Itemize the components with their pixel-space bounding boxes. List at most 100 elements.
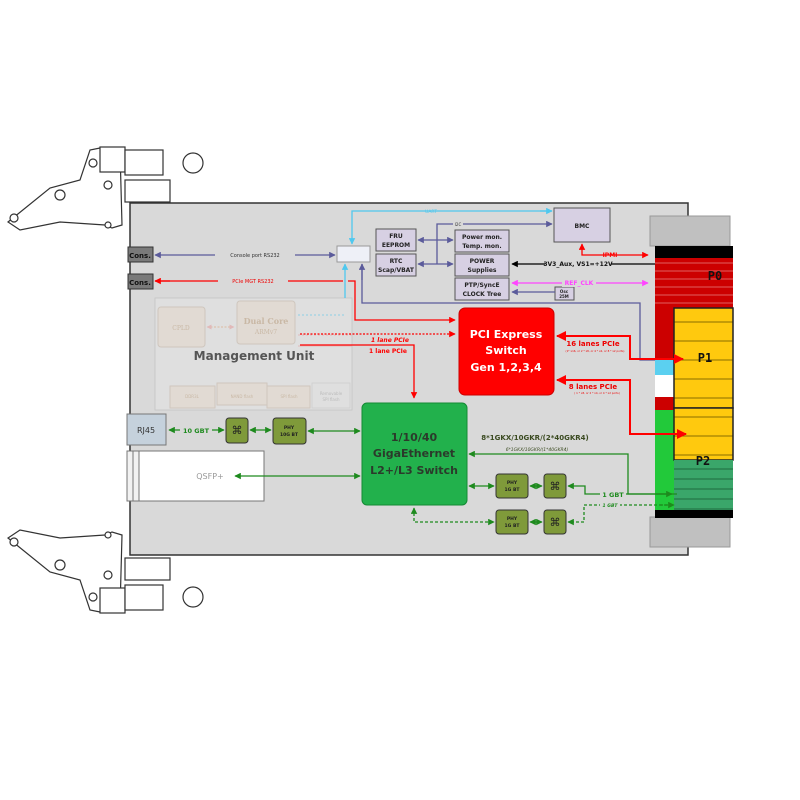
eth-switch-label-3: L2+/L3 Switch (370, 464, 458, 477)
cpu-label: Dual Core (244, 316, 289, 326)
p1-left-red2 (655, 397, 674, 410)
supplies-label: Supplies (468, 267, 497, 274)
phy-10g-label: PHY (284, 425, 295, 431)
pcie-1lane-label: 1 lane PCIe (369, 348, 407, 355)
fru-eeprom-block (375, 228, 417, 252)
i2c-bus (436, 220, 553, 264)
clock-tree-label: CLOCK Tree (463, 291, 502, 298)
backplane-bottom-cap (649, 516, 731, 548)
pcie-switch-label-1: PCI Express (470, 328, 543, 341)
transformer-icon-10g: ⌘ (232, 424, 243, 437)
pcie-8lanes-label: 8 lanes PCIe (569, 383, 618, 391)
pcie-1lane-dashed-label: 1 lane PCIe (371, 337, 409, 344)
pcie-8lanes-sublabel: ( 1 * x8, or 2 * x4, or 4 * x2 ports) (574, 391, 620, 395)
p2-left-strip (655, 410, 674, 510)
power-mon-label: Power mon. (462, 234, 502, 241)
phy-10g-block (272, 417, 307, 445)
phy-10g-label-2: 10G BT (280, 432, 299, 438)
pcie-mgt-link-label: PCIe MGT RS232 (232, 279, 274, 285)
transformer-icon-1g-a: ⌘ (550, 480, 561, 493)
uart-label: UART (425, 209, 437, 215)
p0-connector-top-black (655, 246, 733, 258)
phy-1g-b-label: PHY (507, 516, 518, 522)
pcie-16lanes-label: 16 lanes PCIe (566, 340, 620, 348)
ref-clk-label: REF_CLK (565, 280, 594, 287)
bottom-ejector-handle (6, 529, 204, 614)
rtc-block (375, 253, 417, 277)
console-link-label: Console port RS232 (230, 253, 279, 259)
p2-connector-bottom-black (655, 510, 733, 518)
gbt1-dashed-label: 1 GBT (603, 503, 619, 509)
gbt1-dashed-link (567, 504, 672, 526)
qsfp-label: QSFP+ (196, 472, 224, 481)
phy-1g-a-label: PHY (507, 480, 518, 486)
p1-left-cyan (655, 360, 674, 375)
scap-label: Scap/VBAT (378, 267, 415, 274)
gkx6-label: 6*1GKX/10GKR/(1*40GKR4) (506, 447, 569, 453)
nand-label: NAND flash (231, 394, 254, 399)
p1-left-white (655, 375, 674, 397)
i2c-label: I2C (455, 222, 462, 227)
eth-switch-block (361, 402, 468, 506)
rtc-label: RTC (390, 258, 403, 265)
eth-switch-label-1: 1/10/40 (391, 431, 438, 444)
ipmi-label: IPMI (603, 252, 618, 259)
switch-phy1g-b-link (410, 507, 495, 526)
eeprom-label: EEPROM (382, 242, 410, 249)
removable-spi-label: Removable (320, 391, 343, 396)
transformer-icon-1g-b: ⌘ (550, 516, 561, 529)
cons-port-1 (127, 246, 154, 263)
pcie-switch-label-2: Switch (485, 344, 526, 357)
removable-spi-label-2: SPI flash (323, 397, 340, 402)
bmc-label: BMC (575, 223, 591, 230)
ipmi-link (578, 243, 649, 259)
spi-label: SPI flash (281, 394, 298, 399)
qsfp-latch (126, 450, 134, 502)
magnetics-1g-a (543, 473, 567, 499)
cpld-label: CPLD (172, 325, 190, 332)
power-supplies-block (454, 253, 510, 277)
gbt1-link (567, 482, 669, 495)
phy-1g-b-label-2: 1G BT (505, 523, 521, 529)
ptp-clock-block (454, 277, 510, 301)
uart-link (348, 210, 552, 245)
phy-1g-a-label-2: 1G BT (505, 487, 521, 493)
p1-label: P1 (698, 351, 712, 365)
gbt10-label: 10 GBT (183, 427, 210, 435)
osc-label: Osc (560, 289, 569, 294)
pcie-16lanes-sublabel: (1* x16, or 2 * x8, or 4 * x4, or 8 * x2… (566, 349, 625, 353)
p2-connector-green (674, 460, 733, 510)
cons-port-1-label: Cons. (129, 252, 151, 260)
eth-switch-label-2: GigaEthernet (373, 447, 455, 460)
cons-port-2-label: Cons. (129, 279, 151, 287)
osc-freq-label: 25M (559, 294, 569, 299)
top-ejector-handle (6, 146, 204, 231)
power-label: POWER (470, 258, 495, 265)
magnetics-10g (225, 417, 249, 444)
ddr-label: DDR3L (185, 394, 199, 399)
pcie-switch-label-3: Gen 1,2,3,4 (470, 361, 542, 374)
management-unit-title: Management Unit (194, 349, 315, 363)
phy-1g-b-block (495, 509, 529, 535)
gbt1-label: 1 GBT (602, 491, 624, 499)
serial-mux-box (336, 245, 371, 263)
qsfp-latch-2 (132, 450, 140, 502)
cpu-arch-label: ARMv7 (254, 329, 277, 336)
magnetics-1g-b (543, 509, 567, 535)
pcie-switch-block (458, 307, 555, 396)
phy-1g-a-block (495, 473, 529, 499)
ptp-label: PTP/SyncE (464, 282, 499, 289)
backplane-top-cap (649, 215, 731, 247)
p0-label: P0 (708, 269, 722, 283)
power-mon-block (454, 229, 510, 253)
management-unit (154, 297, 353, 411)
bmc-block (553, 207, 611, 243)
p0-connector (655, 258, 733, 308)
fru-label: FRU (389, 233, 403, 240)
power-link-label: 3V3_Aux, VS1=+12V (543, 261, 613, 268)
cons-port-2 (127, 273, 154, 290)
pcie-1lane-link (300, 344, 418, 399)
rj45-label: RJ45 (137, 426, 155, 435)
rj45-port (126, 413, 167, 446)
